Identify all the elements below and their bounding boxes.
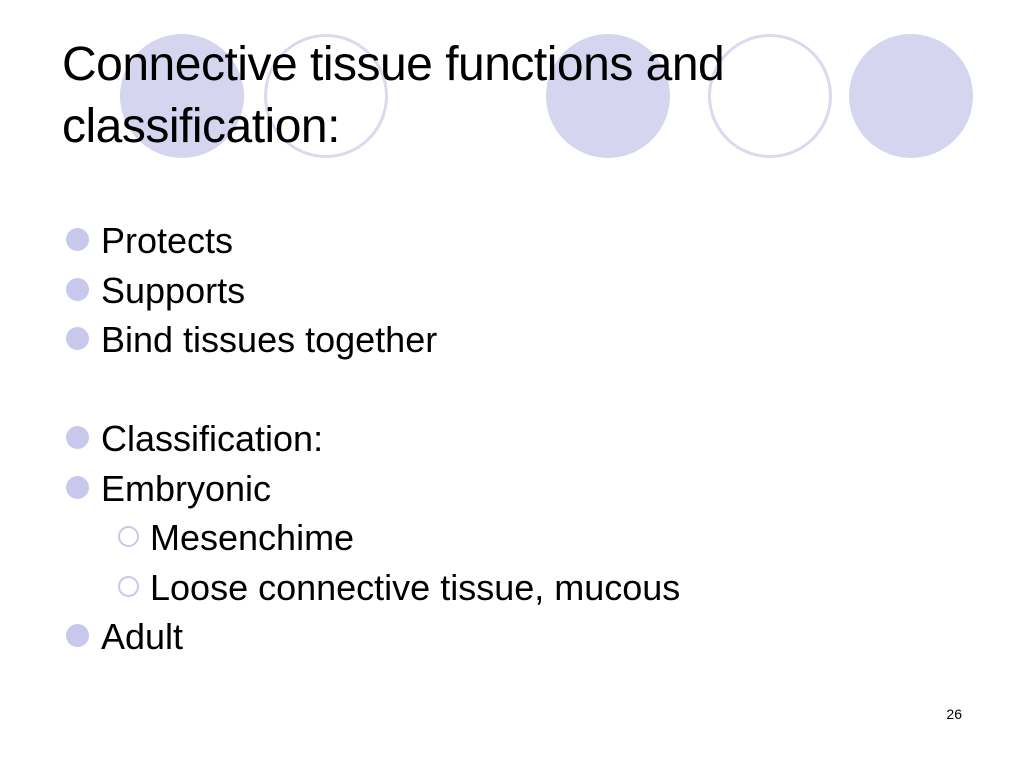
sub-list-item-text: Mesenchime [150,517,355,558]
sub-list-item-text: Loose connective tissue, mucous [150,566,681,608]
decorative-circle-outline [708,34,832,158]
filled-circle-bullet-icon [66,475,89,499]
filled-circle-bullet-icon [66,426,89,449]
decorative-circle-outline [264,34,388,158]
decorative-circle-filled [120,34,244,158]
decorative-circle-filled [849,34,973,158]
hollow-circle-bullet-icon [118,526,139,547]
list-item-text: Embryonic [101,467,272,509]
filled-circle-bullet-icon [66,327,89,350]
hollow-circle-bullet-icon [118,575,139,597]
list-item-text: Adult [101,616,184,657]
list-item-text: Bind tissues together [101,319,438,360]
page-number: 26 [946,706,962,722]
decorative-circle-filled [546,34,670,158]
list-item-text: Classification: [101,418,324,459]
list-item-text: Supports [101,269,246,311]
filled-circle-bullet-icon [66,277,89,301]
filled-circle-bullet-icon [66,624,89,647]
filled-circle-bullet-icon [66,228,89,251]
slide-title: Connective tissue functions and classifi… [62,34,962,158]
list-item-text: Protects [101,220,234,261]
slide-title-line: classification: [62,100,340,153]
slide-title-line: Connective tissue functions and [62,38,725,91]
